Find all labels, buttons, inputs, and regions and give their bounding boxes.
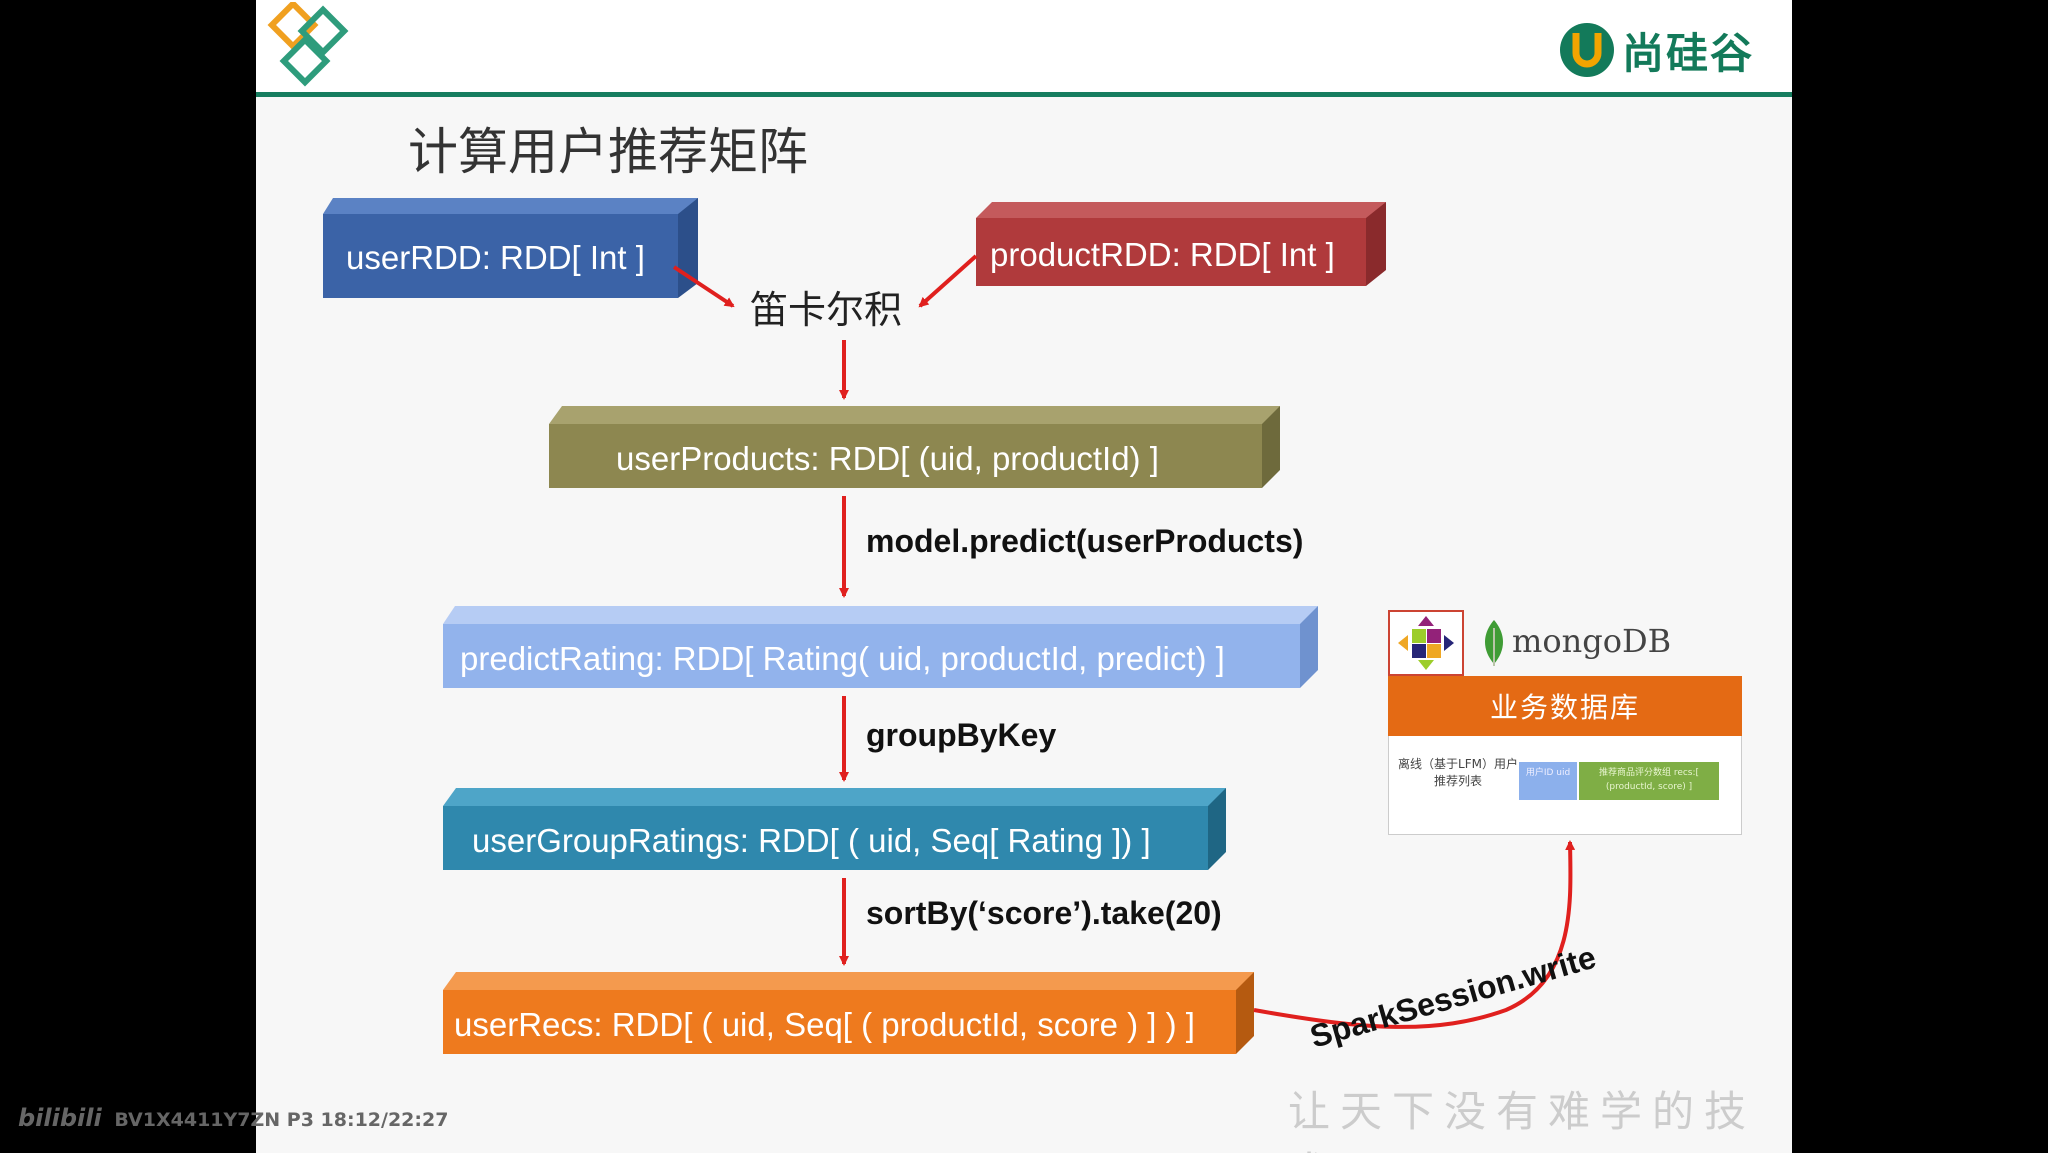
diamond-logo-icon <box>267 2 349 87</box>
edge-label-predict: model.predict(userProducts) <box>866 523 1303 559</box>
predict-rating-label: predictRating: RDD[ Rating( uid, product… <box>460 640 1225 677</box>
product-rdd-box: productRDD: RDD[ Int ] <box>976 202 1386 286</box>
mongodb-leaf-icon <box>1485 620 1503 666</box>
edge-label-groupbykey: groupByKey <box>866 717 1056 753</box>
video-overlay: bilibili BV1X4411Y7ZN P3 18:12/22:27 <box>18 1104 448 1132</box>
slogan-watermark: 让天下没有难学的技术 <box>1288 1087 1757 1153</box>
db-cell-user-id: 用户ID uid <box>1519 762 1577 800</box>
user-recs-box: userRecs: RDD[ ( uid, Seq[ ( productId, … <box>443 972 1254 1054</box>
db-cell-recs: 推荐商品评分数组 recs:[ (productId, score) ] <box>1579 762 1719 800</box>
business-database-panel: mongoDB 业务数据库 离线（基于LFM）用户推荐列表 用户ID uid 推… <box>1388 610 1742 836</box>
arrow-write-to-db <box>1253 840 1576 1029</box>
video-info: BV1X4411Y7ZN P3 18:12/22:27 <box>114 1109 449 1131</box>
business-database-title: 业务数据库 <box>1388 676 1742 736</box>
slide-title: 计算用户推荐矩阵 <box>408 123 808 181</box>
arrow-product-to-cartesian <box>918 254 978 308</box>
flow-diagram: userRDD: RDD[ Int ] productRDD: RDD[ Int… <box>323 198 1600 1055</box>
user-products-box: userProducts: RDD[ (uid, productId) ] <box>549 406 1280 488</box>
predict-rating-box: predictRating: RDD[ Rating( uid, product… <box>443 606 1318 688</box>
cartesian-product-label: 笛卡尔积 <box>750 288 902 332</box>
offline-recs-label: 离线（基于LFM）用户推荐列表 <box>1398 757 1518 788</box>
edge-label-sort-take: sortBy(‘score’).take(20) <box>866 895 1222 931</box>
brand-u-icon <box>1559 23 1614 77</box>
slide-header: 尚硅谷 <box>256 0 1792 92</box>
centos-logo-icon <box>1388 610 1464 676</box>
user-rdd-label: userRDD: RDD[ Int ] <box>346 239 645 276</box>
brand-name: 尚硅谷 <box>1621 28 1754 78</box>
mongodb-label: mongoDB <box>1512 622 1672 660</box>
header-divider <box>256 92 1792 97</box>
user-rdd-box: userRDD: RDD[ Int ] <box>323 198 698 298</box>
user-group-ratings-box: userGroupRatings: RDD[ ( uid, Seq[ Ratin… <box>443 788 1226 870</box>
db-table-preview: 离线（基于LFM）用户推荐列表 用户ID uid 推荐商品评分数组 recs:[… <box>1388 736 1742 835</box>
brand-logo: 尚硅谷 <box>1558 20 1754 80</box>
product-rdd-label: productRDD: RDD[ Int ] <box>990 236 1335 273</box>
slide: 尚硅谷 计算用户推荐矩阵 userRDD: RDD[ Int ] product… <box>256 0 1792 1153</box>
user-group-ratings-label: userGroupRatings: RDD[ ( uid, Seq[ Ratin… <box>472 822 1151 859</box>
user-recs-label: userRecs: RDD[ ( uid, Seq[ ( productId, … <box>454 1006 1195 1043</box>
bilibili-logo: bilibili <box>18 1104 102 1132</box>
arrow-user-to-cartesian <box>672 265 735 308</box>
edge-label-write: SparkSession.write <box>1306 939 1600 1055</box>
user-products-label: userProducts: RDD[ (uid, productId) ] <box>616 440 1159 477</box>
